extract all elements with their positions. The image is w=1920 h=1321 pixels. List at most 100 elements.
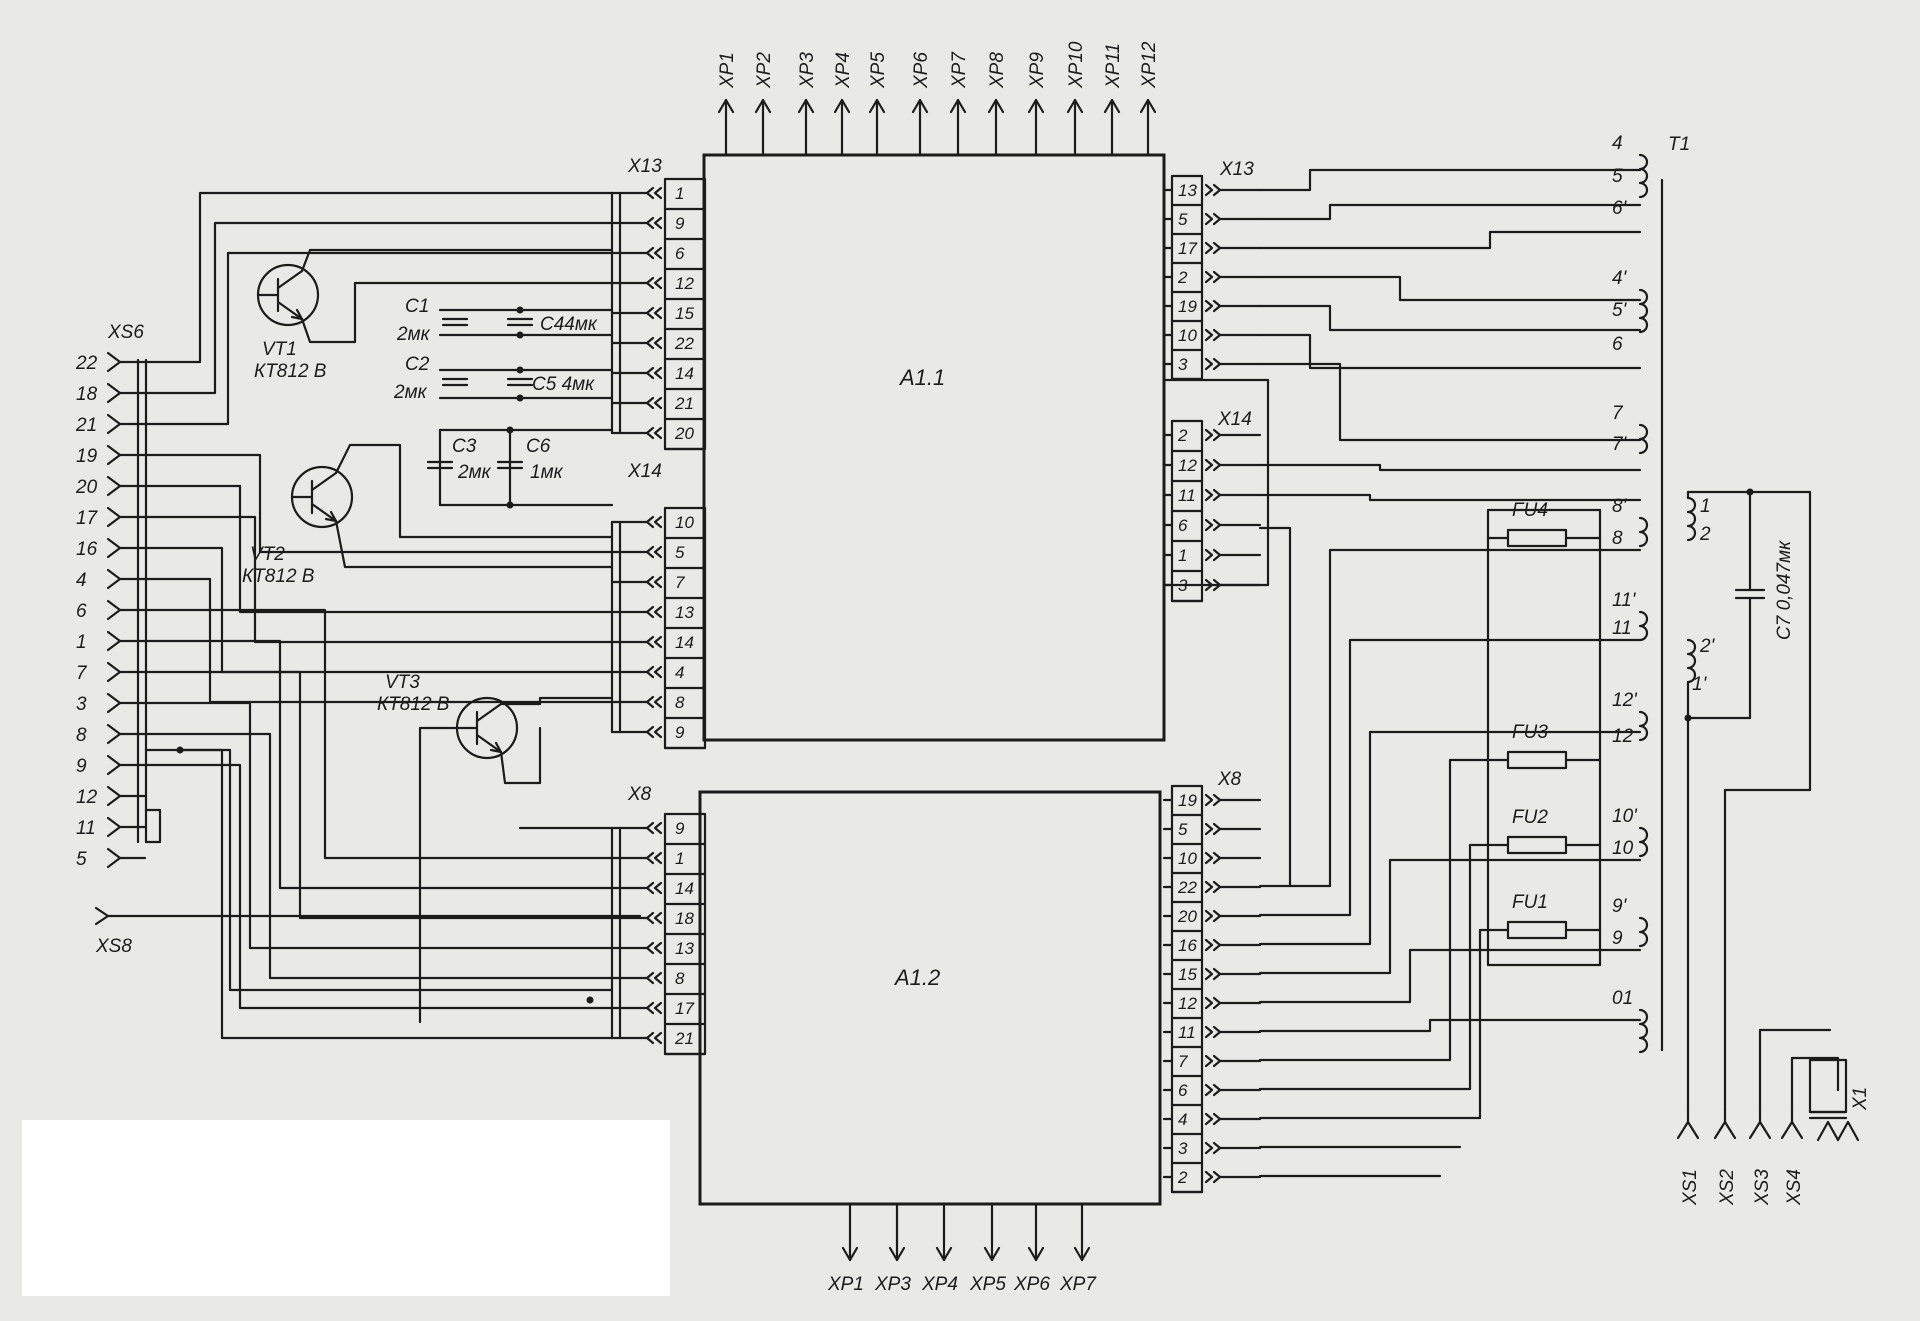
pin-chevron xyxy=(1204,183,1214,197)
pin-number: 14 xyxy=(675,364,694,383)
pin-chevron xyxy=(653,426,663,440)
pin-number: 1 xyxy=(675,184,684,203)
pin-chevron xyxy=(645,306,655,320)
pin-chevron xyxy=(645,725,655,739)
pin-chevron xyxy=(1212,1112,1222,1126)
pin-chevron xyxy=(645,396,655,410)
pin-chevron xyxy=(1212,1083,1222,1097)
pin-chevron xyxy=(1204,996,1214,1010)
xs6-pin-mark xyxy=(106,382,122,404)
pin-number: 11 xyxy=(1178,486,1196,505)
t1-winding xyxy=(1638,288,1649,334)
t1-tap-label: 6 xyxy=(1612,334,1623,355)
xs6-pin-mark xyxy=(106,444,122,466)
xs-pin-mark xyxy=(1676,1120,1700,1140)
pin-chevron xyxy=(1204,1083,1214,1097)
wire xyxy=(144,763,614,1010)
t1-winding xyxy=(1638,916,1649,948)
xp-top-arrow xyxy=(949,98,967,114)
pin-chevron xyxy=(1212,458,1222,472)
xs6-pin-number: 22 xyxy=(75,353,98,374)
pin-chevron xyxy=(1212,909,1222,923)
pin-chevron xyxy=(653,635,663,649)
xp-top-arrow xyxy=(911,98,929,114)
xs6-pin-number: 6 xyxy=(76,601,87,622)
pin-number: 2 xyxy=(1177,426,1188,445)
xs6-pin-mark xyxy=(106,413,122,435)
wire xyxy=(1258,275,1642,302)
pin-chevron xyxy=(1212,488,1222,502)
xs6-pin-number: 12 xyxy=(76,787,98,808)
x14-housing xyxy=(1162,378,1270,587)
xs-label: XS3 xyxy=(1752,1169,1773,1206)
pin-chevron xyxy=(645,366,655,380)
t1-tap-label: 01 xyxy=(1612,988,1633,1009)
pin-number: 12 xyxy=(1178,994,1197,1013)
xp-top-arrow xyxy=(1139,98,1157,114)
pin-chevron xyxy=(653,366,663,380)
xs-pin-mark xyxy=(1713,1120,1737,1140)
xp-top-label: XP7 xyxy=(949,51,970,89)
junction-dot xyxy=(516,366,524,374)
pin-chevron xyxy=(653,216,663,230)
xs6-pin-mark xyxy=(106,723,122,745)
junction-dot xyxy=(506,426,514,434)
wire xyxy=(144,670,614,920)
wire xyxy=(1258,526,1292,887)
junction-dot xyxy=(586,996,594,1004)
pin-number: 14 xyxy=(675,633,694,652)
xs6-pin-mark xyxy=(106,692,122,714)
transistor-arrow xyxy=(489,741,503,754)
pin-chevron xyxy=(1204,1112,1214,1126)
block-a12-label: A1.2 xyxy=(893,965,940,990)
pin-number: 5 xyxy=(1178,210,1188,229)
xp-bottom-label: XP6 xyxy=(1013,1274,1050,1295)
cap-ref: C3 xyxy=(452,436,477,457)
xp-bottom-arrow xyxy=(935,1246,953,1262)
xs6-loop xyxy=(144,808,162,844)
xp-top-arrow xyxy=(1027,98,1045,114)
wire xyxy=(144,515,614,644)
xp-top-label: XP8 xyxy=(987,52,1008,89)
pin-number: 22 xyxy=(1177,878,1197,897)
fuse-panel xyxy=(1486,508,1602,967)
junction-dot xyxy=(516,394,524,402)
xs6-pin-mark xyxy=(106,816,122,838)
pin-chevron xyxy=(1204,967,1214,981)
wire xyxy=(1258,843,1490,1091)
xp-top-arrow xyxy=(754,98,772,114)
wire xyxy=(1258,362,1642,442)
xs6-pin-mark xyxy=(106,661,122,683)
pin-chevron xyxy=(645,216,655,230)
components xyxy=(94,98,1860,1262)
pin-chevron xyxy=(1212,270,1222,284)
pin-chevron xyxy=(653,1001,663,1015)
transistor-collector xyxy=(310,471,338,492)
t1-winding xyxy=(1638,516,1649,548)
xs-pin-mark xyxy=(1748,1120,1772,1140)
pin-number: 12 xyxy=(675,274,694,293)
wire xyxy=(144,221,614,395)
pin-chevron xyxy=(1204,1054,1214,1068)
pin-number: 7 xyxy=(1178,1052,1188,1071)
xs6-pin-number: 18 xyxy=(76,384,98,405)
t1-tap-label: 8 xyxy=(1612,528,1623,549)
pin-chevron xyxy=(653,725,663,739)
t1-tap-label: 9' xyxy=(1612,896,1628,917)
pin-number: 5 xyxy=(675,543,685,562)
xs6-pin-number: 19 xyxy=(76,446,98,467)
pin-chevron xyxy=(645,1031,655,1045)
wire xyxy=(144,639,614,890)
xp-top-label: XP12 xyxy=(1139,41,1160,89)
wire xyxy=(418,726,459,1024)
t1-winding xyxy=(1638,1008,1649,1054)
t1-winding xyxy=(1638,153,1649,199)
t1-tap-label: 4' xyxy=(1612,268,1628,289)
connector-label: X8 xyxy=(627,784,652,805)
pin-chevron xyxy=(653,911,663,925)
xp-top-label: XP2 xyxy=(754,52,775,89)
pin-chevron xyxy=(1204,428,1214,442)
pin-chevron xyxy=(645,941,655,955)
pin-chevron xyxy=(645,575,655,589)
